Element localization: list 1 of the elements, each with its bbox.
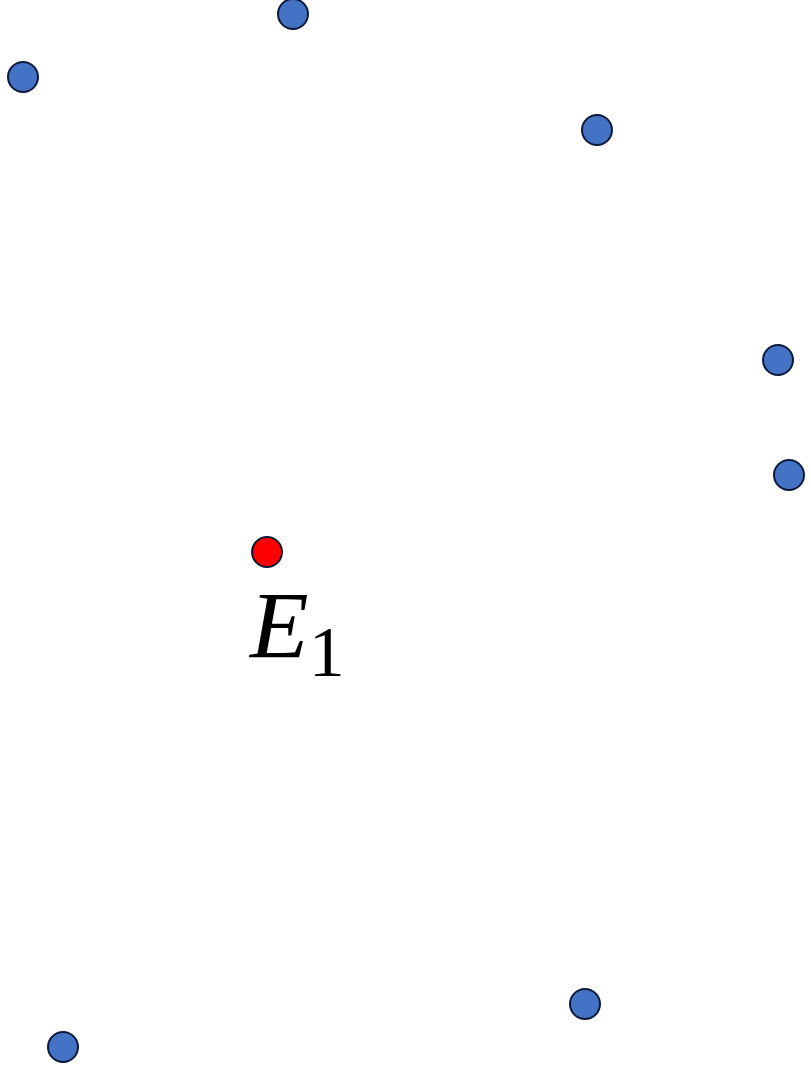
point-label: E$_{1}$ (250, 578, 345, 674)
